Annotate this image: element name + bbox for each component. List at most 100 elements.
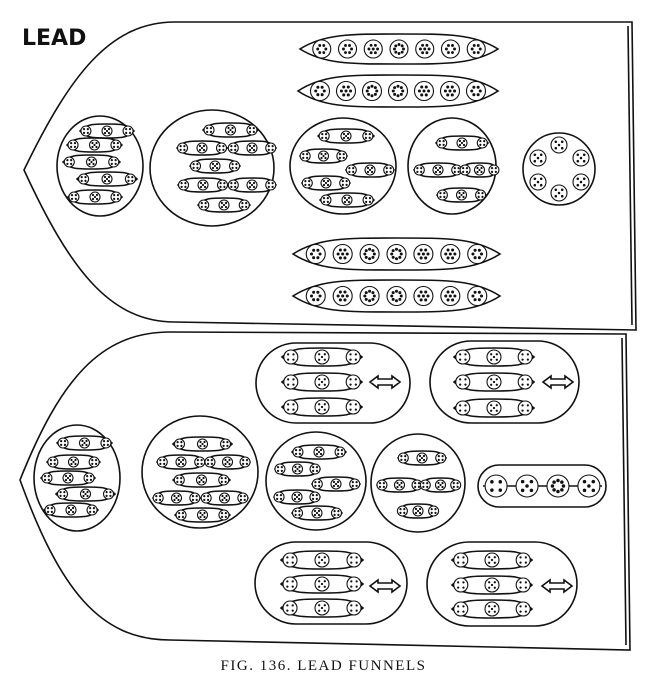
funnel-strip bbox=[316, 128, 376, 144]
funnel-hole bbox=[194, 456, 206, 468]
funnel-hole bbox=[436, 189, 448, 201]
funnel-strip bbox=[452, 398, 536, 418]
funnel-hole bbox=[359, 243, 380, 265]
funnel-cluster-outline bbox=[370, 433, 466, 533]
funnel-hole bbox=[428, 505, 440, 517]
funnel-hole bbox=[204, 456, 216, 468]
funnel-hole bbox=[397, 452, 409, 464]
funnel-hole bbox=[466, 39, 486, 59]
funnel-hole bbox=[301, 177, 313, 189]
funnel-hole bbox=[361, 80, 383, 102]
funnel-hole bbox=[362, 130, 374, 142]
plate-label: LEAD bbox=[22, 26, 86, 51]
funnel-hole bbox=[299, 150, 311, 162]
funnel-strip bbox=[280, 397, 364, 417]
funnel-hole bbox=[376, 479, 388, 491]
funnel-hole bbox=[110, 139, 122, 151]
funnel-hole bbox=[173, 438, 186, 450]
funnel-cluster-outline bbox=[255, 342, 411, 424]
funnel-strip bbox=[450, 599, 534, 619]
funnel-hole bbox=[88, 456, 100, 468]
funnel-hole bbox=[320, 194, 332, 206]
funnel-cluster-outline bbox=[149, 109, 275, 227]
funnel-hole bbox=[389, 39, 409, 59]
funnel-hole bbox=[515, 577, 531, 593]
funnel-strip bbox=[450, 550, 534, 570]
bottom-plate-parts bbox=[33, 340, 607, 627]
funnel-hole bbox=[311, 478, 323, 490]
funnel-strip bbox=[450, 575, 534, 595]
funnel-hole bbox=[56, 488, 69, 500]
funnel-hole bbox=[309, 463, 321, 475]
funnel-hole bbox=[265, 142, 277, 154]
funnel-hole bbox=[83, 472, 95, 484]
funnel-strip bbox=[42, 502, 100, 518]
top-plate-parts bbox=[56, 33, 596, 313]
funnel-hole bbox=[334, 446, 346, 458]
funnel-hole bbox=[282, 552, 298, 568]
funnel-hole bbox=[124, 173, 136, 185]
funnel-strip bbox=[296, 74, 500, 108]
funnel-hole bbox=[219, 438, 232, 450]
funnel-hole bbox=[517, 400, 533, 416]
funnel-strip bbox=[279, 574, 365, 594]
funnel-hole bbox=[345, 374, 361, 390]
funnel-hole bbox=[330, 507, 343, 519]
funnel-cluster-outline bbox=[56, 115, 144, 217]
funnel-hole bbox=[41, 472, 53, 484]
funnel-hole bbox=[440, 39, 461, 59]
funnel-hole bbox=[386, 285, 407, 307]
funnel-hole bbox=[292, 446, 304, 458]
funnel-hole bbox=[283, 349, 299, 365]
funnel-hole bbox=[218, 474, 230, 486]
funnel-hole bbox=[175, 509, 187, 521]
funnel-hole bbox=[475, 189, 487, 201]
funnel-cluster-outline bbox=[426, 541, 578, 627]
funnel-strip bbox=[291, 237, 502, 271]
funnel-hole bbox=[108, 156, 120, 168]
funnel-hole bbox=[309, 80, 331, 102]
funnel-strip bbox=[201, 122, 260, 138]
funnel-strip bbox=[54, 486, 117, 502]
funnel-strip bbox=[45, 454, 102, 470]
funnel-hole bbox=[467, 285, 488, 307]
funnel-hole bbox=[291, 507, 304, 519]
funnel-hole bbox=[359, 285, 380, 307]
funnel-hole bbox=[465, 80, 487, 102]
funnel-strip bbox=[434, 135, 490, 151]
funnel-hole bbox=[122, 125, 134, 137]
double-arrow bbox=[541, 374, 575, 390]
double-arrow bbox=[368, 374, 402, 390]
funnel-hole bbox=[346, 576, 362, 592]
funnel-strip bbox=[75, 171, 139, 187]
funnel-hole bbox=[345, 349, 361, 365]
funnel-hole bbox=[453, 552, 469, 568]
funnel-hole bbox=[215, 142, 228, 154]
funnel-strip bbox=[452, 347, 536, 367]
funnel-hole bbox=[200, 492, 212, 504]
funnel-strip bbox=[39, 470, 97, 486]
funnel-hole bbox=[305, 243, 326, 265]
funnel-hole bbox=[517, 349, 533, 365]
funnel-hole bbox=[337, 39, 358, 59]
funnel-hole bbox=[488, 164, 500, 176]
funnel-hole bbox=[218, 509, 230, 521]
funnel-hole bbox=[156, 456, 168, 468]
funnel-hole bbox=[239, 456, 251, 468]
funnel-hole bbox=[177, 179, 190, 191]
funnel-cluster-outline bbox=[33, 424, 121, 532]
funnel-strip bbox=[452, 372, 536, 392]
funnel-hole bbox=[216, 179, 229, 191]
funnel-hole bbox=[238, 199, 250, 211]
funnel-strip bbox=[298, 33, 500, 65]
funnel-hole bbox=[274, 463, 286, 475]
funnel-cluster-outline bbox=[265, 431, 367, 531]
funnel-hole bbox=[383, 164, 395, 176]
funnel-hole bbox=[345, 399, 361, 415]
funnel-strip bbox=[196, 197, 252, 213]
funnel-hole bbox=[173, 474, 185, 486]
funnel-hole bbox=[467, 243, 488, 265]
funnel-hole bbox=[63, 156, 75, 168]
funnel-hole bbox=[100, 437, 112, 449]
